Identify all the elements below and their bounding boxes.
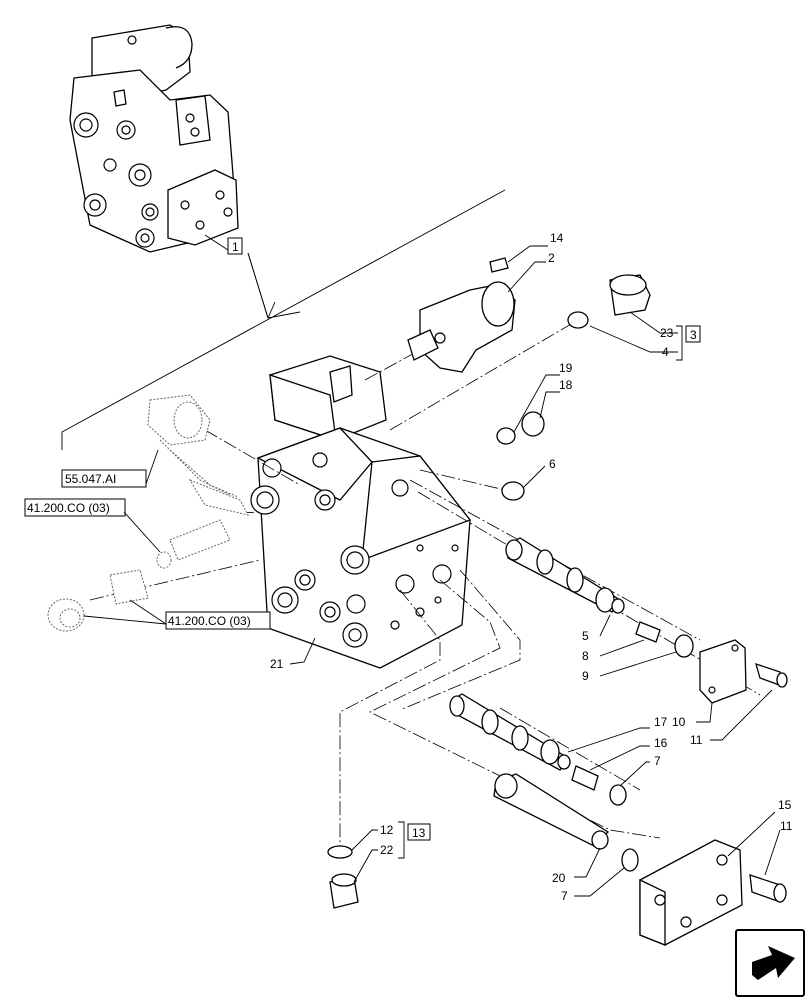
part-11-screw-a (755, 662, 788, 688)
callout-6-label: 6 (549, 457, 556, 471)
part-12-22: 12 22 13 (327, 821, 431, 909)
part-14-screw: 14 (489, 231, 564, 273)
callout-12-label: 12 (380, 823, 394, 837)
callout-21: 21 (270, 637, 316, 671)
callouts-20-7-15-11: 20 7 15 11 (552, 798, 793, 903)
part-2-solenoid: 2 (407, 251, 555, 373)
reference-41-200-co-a[interactable]: 41.200.CO (03) (24, 498, 161, 553)
next-page-arrow-icon[interactable] (735, 929, 805, 997)
callout-10-label: 10 (672, 715, 686, 729)
part-7-ring-a (609, 784, 627, 806)
callout-1-label: 1 (232, 240, 239, 254)
part-16-spring (571, 765, 599, 791)
valve-body (250, 355, 472, 669)
callout-3-label: 3 (690, 328, 697, 342)
part-8-spring (635, 621, 661, 643)
callout-1: 1 (204, 234, 301, 319)
reference-41-200-co-b[interactable]: 41.200.CO (03) (83, 599, 271, 630)
part-6-ring: 6 (501, 457, 556, 501)
callout-19-label: 19 (559, 361, 573, 375)
callout-23-label: 23 (660, 326, 674, 340)
ref-55-047-ai-label: 55.047.AI (65, 472, 116, 486)
part-23-plug: 23 4 3 (567, 274, 701, 361)
callout-11b-label: 11 (780, 819, 793, 833)
callout-14-label: 14 (550, 231, 564, 245)
part-9-ring (674, 634, 694, 658)
callout-2-label: 2 (548, 251, 555, 265)
callout-21-label: 21 (270, 657, 284, 671)
callout-9-label: 9 (582, 669, 589, 683)
callout-13-label: 13 (412, 826, 426, 840)
overview-frame-line (61, 189, 506, 450)
callout-4-label: 4 (662, 345, 669, 359)
callout-7a-label: 7 (654, 754, 661, 768)
callout-18-label: 18 (559, 378, 573, 392)
callout-7b-label: 7 (561, 889, 568, 903)
callout-15-label: 15 (778, 798, 792, 812)
callouts-5-8-9-10-11: 5 8 9 10 11 (582, 614, 773, 747)
part-10-cover (699, 639, 747, 704)
callout-16-label: 16 (654, 736, 668, 750)
part-15-cover (639, 839, 743, 946)
callouts-17-16-7: 17 16 7 (567, 715, 668, 787)
ref-41-200-co-a-label: 41.200.CO (03) (27, 501, 110, 515)
callout-11a-label: 11 (690, 733, 703, 747)
callout-8-label: 8 (582, 649, 589, 663)
callout-17-label: 17 (654, 715, 668, 729)
reference-parts-faint (47, 394, 249, 632)
part-11-screw-b (749, 874, 787, 903)
part-7-ring-b (621, 848, 639, 872)
callout-20-label: 20 (552, 871, 566, 885)
part-20-spool (493, 773, 610, 850)
part-17-spool (449, 693, 571, 771)
reference-55-047-ai[interactable]: 55.047.AI (61, 449, 159, 488)
assembly-overview (69, 24, 239, 253)
callout-5-label: 5 (582, 629, 589, 643)
ref-41-200-co-b-label: 41.200.CO (03) (168, 614, 251, 628)
part-5-spool (505, 537, 625, 614)
callout-22-label: 22 (380, 843, 394, 857)
part-19-18-rings: 19 18 (496, 361, 573, 445)
